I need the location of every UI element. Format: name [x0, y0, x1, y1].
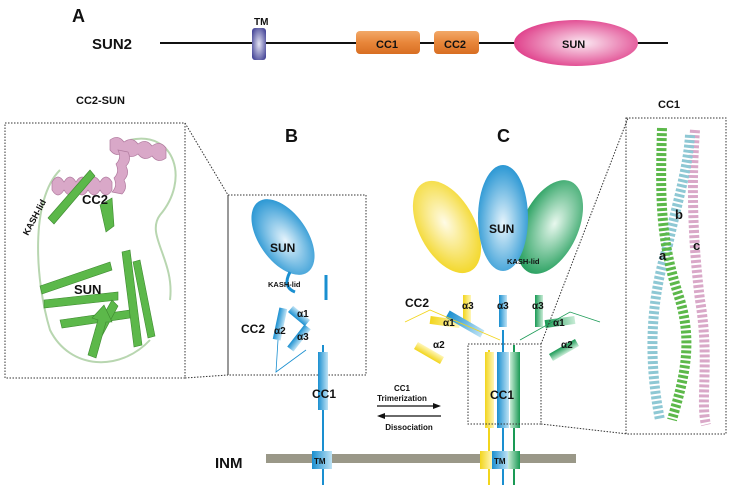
inm-label: INM — [215, 455, 243, 472]
cc1-domain-label: CC1 — [376, 39, 398, 51]
c-alpha2-yellow-label: α2 — [433, 340, 445, 351]
c-alpha1-green-label: α1 — [553, 318, 565, 329]
panel-c-letter: C — [497, 126, 510, 146]
b-tm-segment — [312, 451, 332, 469]
chain-c-label: c — [693, 238, 700, 253]
c-alpha3-blue-label: α3 — [497, 301, 509, 312]
helix-chain-a — [656, 127, 692, 422]
helix-chain-c — [687, 129, 711, 427]
zoom-box-left — [4, 122, 186, 379]
sun-beta-sheets — [39, 169, 156, 359]
c-tm-blue — [492, 451, 508, 469]
c-kash-lid-label: KASH-lid — [507, 257, 540, 266]
b-cc1-label: CC1 — [312, 387, 336, 401]
cc2-loop — [275, 339, 307, 373]
sun-domain-label: SUN — [562, 39, 585, 51]
b-alpha2-label: α2 — [274, 326, 286, 337]
chain-b-label: b — [675, 207, 683, 222]
backward-arrowhead — [377, 413, 385, 419]
c-alpha1-yellow-label: α1 — [443, 318, 455, 329]
c-tm-green — [508, 451, 520, 469]
blue-cc1 — [497, 352, 509, 428]
trimerization-cc1-label: CC1 — [394, 384, 411, 393]
sun-domain — [514, 20, 638, 66]
cc1-title: CC1 — [658, 99, 680, 111]
c-tm-label: TM — [494, 457, 506, 466]
zoom-box-b — [227, 194, 367, 376]
c-alpha3-green-label: α3 — [532, 301, 544, 312]
equilibrium-arrows: CC1 Trimerization Dissociation — [377, 384, 441, 432]
sun-label: SUN — [74, 282, 101, 297]
b-cc2-label: CC2 — [241, 322, 265, 336]
yellow-alpha1 — [429, 315, 461, 329]
c-tm-yellow — [480, 451, 492, 469]
trimerization-label: Trimerization — [377, 394, 427, 403]
cc1-trimer-structure: CC1 a b c — [625, 99, 727, 435]
panel-b: B SUN KASH-lid CC2 α1 α2 α3 CC1 — [227, 126, 367, 485]
sun-globule-blue — [478, 165, 528, 271]
green-alpha3 — [535, 295, 543, 327]
b-tm-label: TM — [314, 457, 326, 466]
sun-globule-green — [516, 180, 584, 274]
cc2-helix — [51, 137, 167, 196]
zoom-box-right — [625, 117, 727, 435]
dissociation-label: Dissociation — [385, 423, 433, 432]
green-alpha2 — [549, 339, 579, 361]
c-alpha3-yellow-label: α3 — [462, 301, 474, 312]
alpha2-helix — [272, 307, 288, 341]
b-cc1-helix — [318, 352, 328, 410]
tm-domain-label: TM — [254, 17, 268, 28]
cc2-domain — [434, 31, 479, 54]
b-alpha1-label: α1 — [297, 309, 309, 320]
cc2-sun-title: CC2-SUN — [76, 95, 125, 107]
forward-arrowhead — [433, 403, 441, 409]
alpha3-helix — [287, 324, 311, 352]
zoom-connector-right-top — [540, 117, 629, 345]
alpha1-helix — [288, 305, 310, 327]
zoom-box-c — [467, 343, 542, 425]
c-sun-label: SUN — [489, 222, 514, 236]
b-alpha3-label: α3 — [297, 332, 309, 343]
sun-globule-yellow — [412, 180, 482, 274]
c-cc2-label: CC2 — [405, 296, 429, 310]
b-kash-lid-label: KASH-lid — [268, 280, 301, 289]
loop-coils — [37, 137, 177, 364]
kash-lid-label: KASH-lid — [21, 198, 48, 237]
cc2-sun-structure: CC2-SUN CC2 KASH-lid SUN — [4, 95, 229, 379]
blue-alpha3 — [499, 295, 507, 327]
cc2-domain-label: CC2 — [444, 39, 466, 51]
chain-a-label: a — [659, 248, 667, 263]
zoom-connector-top — [184, 122, 229, 196]
yellow-cc1 — [485, 352, 494, 428]
inner-nuclear-membrane: INM TM TM — [215, 451, 576, 472]
blue-alpha1 — [445, 310, 485, 338]
panel-a: A SUN2 TM CC1 CC2 SUN — [72, 6, 668, 66]
linker — [285, 271, 328, 300]
membrane-bar — [266, 454, 576, 463]
cc1-domain — [356, 31, 420, 54]
green-alpha1 — [544, 315, 576, 329]
green-loop — [519, 311, 601, 341]
tm-domain — [252, 28, 266, 60]
sun-globule — [251, 199, 315, 275]
panel-b-letter: B — [285, 126, 298, 146]
yellow-alpha3 — [463, 295, 471, 327]
sun2-label: SUN2 — [92, 36, 132, 53]
b-sun-label: SUN — [270, 241, 295, 255]
zoom-connector-right-bottom — [540, 423, 629, 435]
yellow-loop — [404, 309, 501, 341]
panel-c: C SUN KASH-lid CC2 α3 α3 α3 α1 α1 α2 α2 — [404, 117, 629, 485]
c-cc1-label: CC1 — [490, 388, 514, 402]
yellow-alpha2 — [414, 342, 444, 364]
cc2-label: CC2 — [82, 192, 108, 207]
zoom-connector-bottom — [184, 374, 229, 379]
panel-a-letter: A — [72, 6, 85, 26]
c-alpha2-green-label: α2 — [561, 340, 573, 351]
green-cc1 — [510, 352, 520, 428]
